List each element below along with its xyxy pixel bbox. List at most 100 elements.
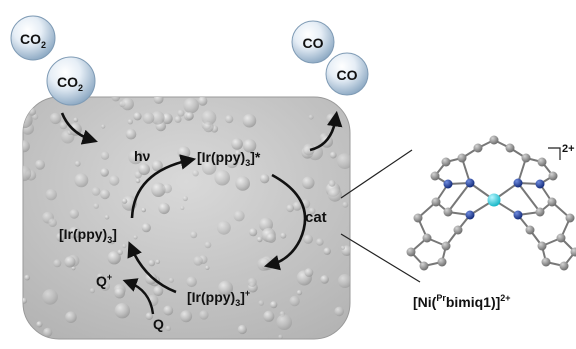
water-droplet xyxy=(199,310,209,320)
water-droplet xyxy=(43,327,53,337)
water-droplet xyxy=(49,112,62,125)
carbon-atom xyxy=(505,143,515,153)
water-droplet xyxy=(68,226,81,239)
water-droplet xyxy=(242,113,257,128)
water-droplet xyxy=(151,182,166,197)
water-droplet xyxy=(286,204,294,213)
water-droplet xyxy=(73,117,79,123)
water-droplet xyxy=(165,325,171,331)
catalyst-electron-transfer-arrow xyxy=(263,173,307,271)
water-droplet xyxy=(263,310,275,322)
carbon-atom xyxy=(537,157,547,167)
water-droplet xyxy=(192,170,199,177)
carbon-atom xyxy=(535,207,545,217)
water-droplet xyxy=(342,201,349,208)
water-droplet xyxy=(234,150,242,157)
water-droplet xyxy=(100,151,110,160)
water-droplet xyxy=(93,203,99,209)
water-droplet xyxy=(161,113,173,125)
water-droplet xyxy=(151,160,163,172)
water-droplet xyxy=(257,257,271,271)
excitation-arrow xyxy=(130,154,197,219)
svg-text:CO2: CO2 xyxy=(57,74,83,93)
water-droplet xyxy=(177,146,191,160)
water-droplet xyxy=(133,235,138,240)
water-droplet xyxy=(59,121,68,130)
water-droplet xyxy=(109,175,120,186)
water-droplet xyxy=(64,256,76,268)
svg-text:CO2: CO2 xyxy=(20,31,46,50)
water-droplet xyxy=(100,168,109,177)
water-droplet xyxy=(256,236,263,243)
water-droplet xyxy=(151,111,165,125)
zoom-line-top xyxy=(340,149,413,199)
carbon-atom xyxy=(430,171,440,181)
nitrogen-atom xyxy=(513,210,523,220)
carbon-atom xyxy=(473,143,483,153)
water-droplet xyxy=(153,285,164,297)
water-droplet xyxy=(148,259,155,267)
water-droplet xyxy=(336,153,350,170)
carbon-atom xyxy=(443,207,453,217)
oxidized-quencher-label: Q+ xyxy=(96,272,112,289)
water-droplet xyxy=(107,235,116,245)
water-droplet xyxy=(308,114,314,120)
water-droplet xyxy=(48,218,57,227)
water-droplet xyxy=(24,274,31,281)
water-droplet xyxy=(100,189,110,200)
water-droplet xyxy=(35,159,45,170)
water-droplet xyxy=(183,97,199,114)
water-droplet xyxy=(142,112,155,124)
water-droplet xyxy=(332,97,340,103)
nitrogen-atom xyxy=(513,178,523,188)
carbon-atom xyxy=(422,233,432,243)
carbon-atom xyxy=(437,257,447,267)
carbon-atom xyxy=(406,247,416,257)
water-droplet xyxy=(23,297,27,304)
quencher-reduction-arrow xyxy=(127,241,177,294)
water-droplet xyxy=(217,220,231,235)
water-droplet xyxy=(190,231,198,239)
water-droplet xyxy=(180,310,193,323)
water-droplet xyxy=(289,295,300,307)
water-droplet xyxy=(323,247,331,255)
carbon-atom xyxy=(413,213,423,223)
water-droplet xyxy=(302,143,315,156)
complex-label: [Ni(Prbimiq1)]2+ xyxy=(413,293,511,310)
water-droplet xyxy=(270,301,278,309)
water-droplet xyxy=(259,174,270,184)
water-droplet xyxy=(168,277,174,283)
carbon-atom xyxy=(489,135,499,145)
water-droplet xyxy=(242,139,257,153)
water-droplet xyxy=(186,276,197,288)
water-droplet xyxy=(114,287,125,299)
carbon-atom xyxy=(453,225,463,235)
water-droplet xyxy=(69,209,79,219)
carbon-atom xyxy=(547,197,557,207)
water-droplet xyxy=(247,277,257,287)
water-droplet xyxy=(138,163,150,176)
carbon-atom xyxy=(541,257,551,267)
water-droplet xyxy=(133,112,142,121)
water-droplet xyxy=(141,223,151,233)
carbon-atom xyxy=(457,153,467,163)
carbon-atom xyxy=(441,241,451,251)
nickel-atom xyxy=(487,193,501,207)
water-droplet xyxy=(23,165,32,182)
molecule-atoms xyxy=(406,135,576,271)
water-droplet xyxy=(96,273,104,281)
carbon-atom xyxy=(419,261,429,271)
water-droplet xyxy=(303,234,313,244)
water-droplet xyxy=(304,268,314,277)
water-droplet xyxy=(225,155,239,169)
water-droplet xyxy=(74,173,89,188)
carbon-atom xyxy=(565,213,575,223)
reduced-photosensitizer-label: [Ir(ppy)3]+ xyxy=(187,288,250,308)
ground-photosensitizer-label: [Ir(ppy)3] xyxy=(59,226,117,245)
water-droplet xyxy=(128,149,143,165)
water-droplet xyxy=(122,243,127,249)
water-droplet xyxy=(104,214,110,220)
water-droplet xyxy=(155,259,161,265)
carbon-atom xyxy=(556,233,566,243)
water-droplet xyxy=(193,255,203,266)
